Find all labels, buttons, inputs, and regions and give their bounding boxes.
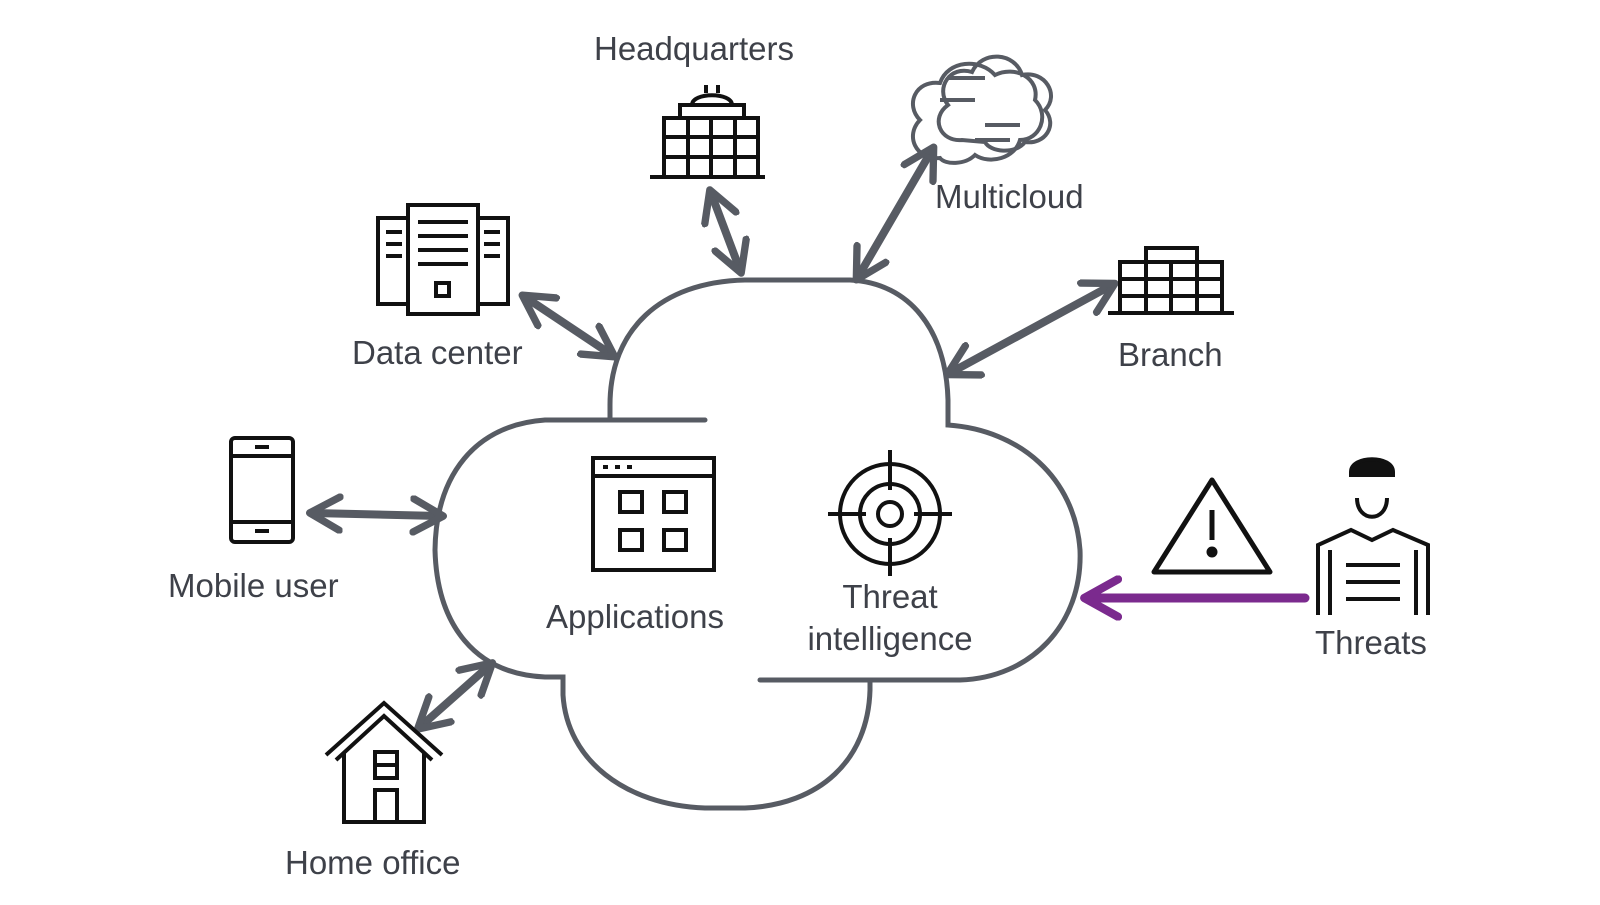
applications-label: Applications: [546, 598, 724, 635]
headquarters-building-icon: [650, 85, 765, 179]
connector-multicloud: [858, 150, 932, 277]
connector-branch: [950, 285, 1112, 373]
mobile-phone-icon: [229, 436, 295, 544]
branch-building-icon: [1108, 246, 1234, 315]
threat-intelligence-label-line1: Threat: [842, 578, 938, 615]
mobile-user-label: Mobile user: [168, 567, 339, 604]
target-crosshair-icon: [828, 450, 952, 576]
threats-label: Threats: [1315, 624, 1427, 661]
multicloud-icon: [910, 54, 1053, 165]
sase-cloud: [432, 277, 1083, 811]
data-center-label: Data center: [352, 334, 523, 371]
connectors: [313, 150, 1112, 727]
connector-headquarters: [711, 193, 740, 270]
warning-triangle-icon: [1151, 477, 1273, 575]
threat-intelligence-label-line2: intelligence: [807, 620, 973, 657]
connector-mobile-user: [313, 513, 440, 516]
home-office-label: Home office: [285, 844, 461, 881]
connector-data-center: [525, 297, 612, 355]
branch-label: Branch: [1118, 336, 1223, 373]
masked-person-icon: [1316, 457, 1430, 615]
data-center-icon: [376, 203, 510, 316]
house-icon: [324, 700, 444, 824]
multicloud-label: Multicloud: [935, 178, 1084, 215]
applications-window-icon: [591, 456, 716, 572]
headquarters-label: Headquarters: [594, 30, 794, 67]
connector-home-office: [420, 665, 490, 727]
